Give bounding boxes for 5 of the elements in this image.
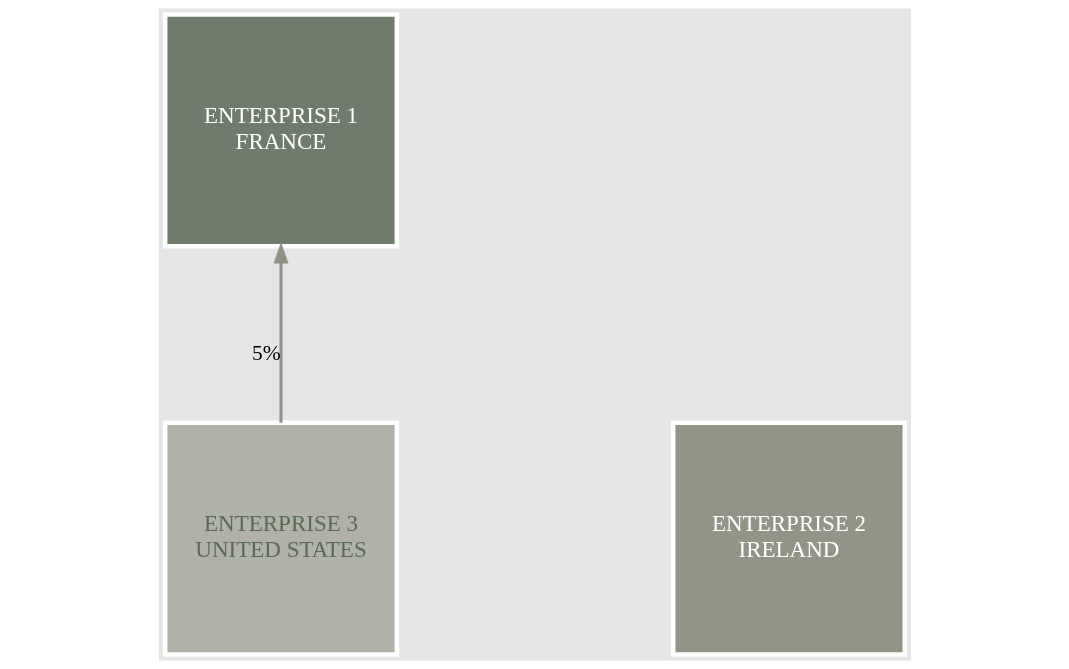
node-box: ENTERPRISE 2 IRELAND	[670, 420, 907, 657]
arrow	[272, 241, 289, 423]
node-box: ENTERPRISE 1 FRANCE	[162, 12, 399, 249]
edge-label: 5%	[251, 340, 281, 365]
node-box: ENTERPRISE 3 UNITED STATES	[162, 420, 399, 657]
